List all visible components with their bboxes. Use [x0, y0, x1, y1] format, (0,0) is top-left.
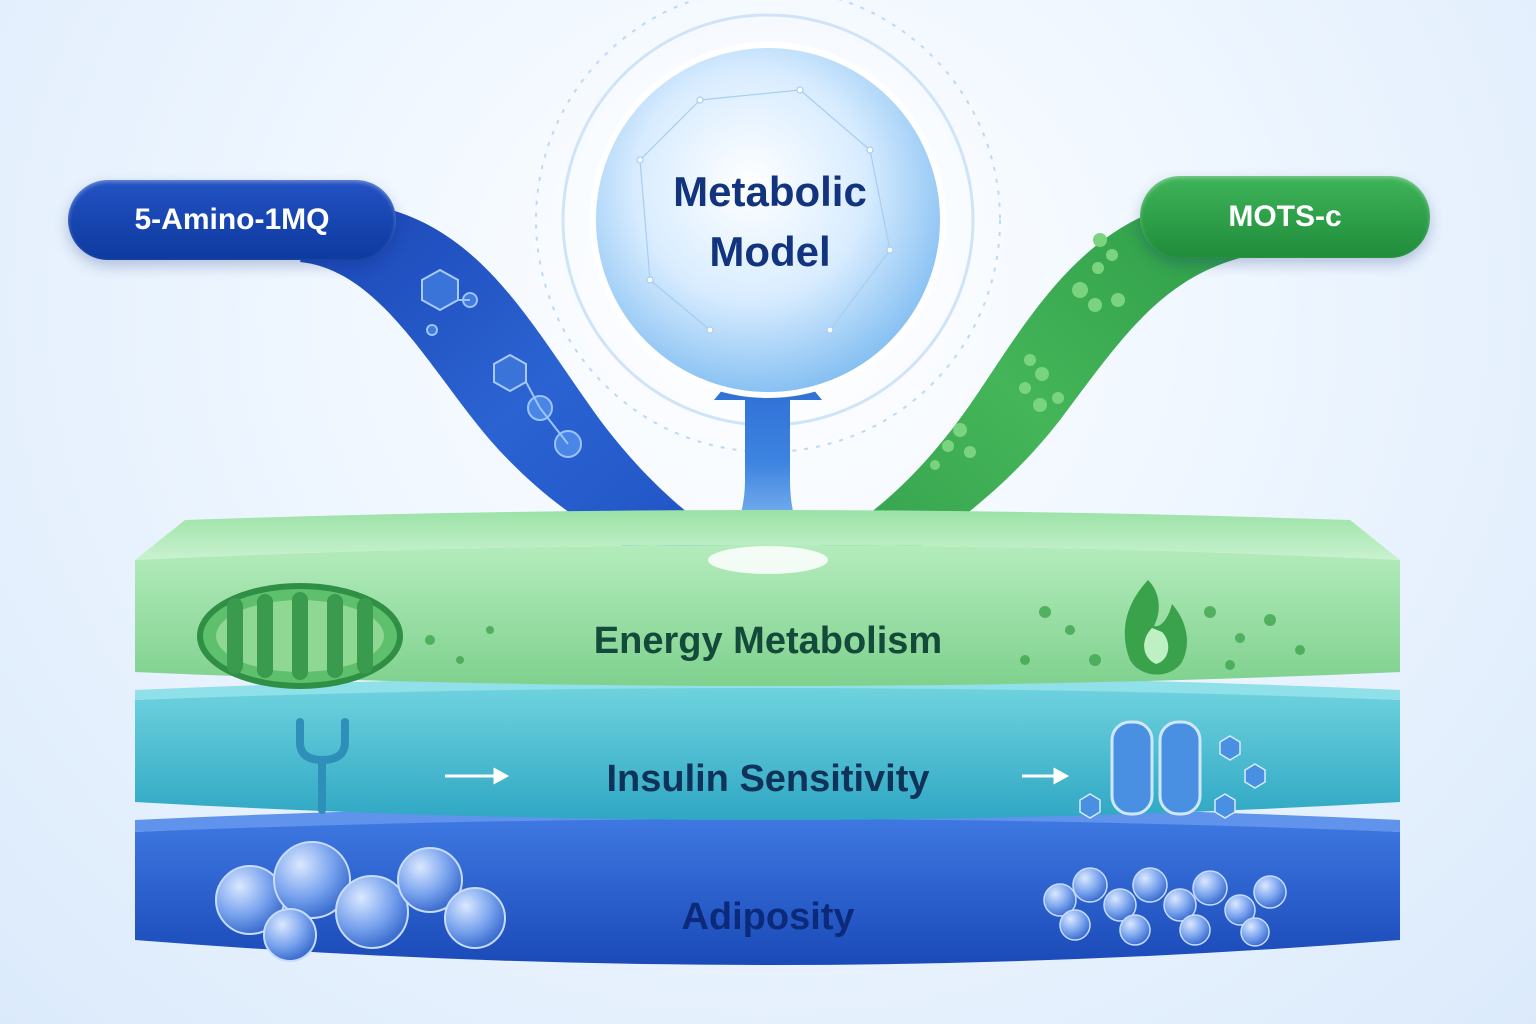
left-input-ribbon [300, 200, 760, 590]
layer-label-insulin-sensitivity: Insulin Sensitivity [606, 758, 930, 800]
input-label-left: 5-Amino-1MQ [134, 203, 330, 236]
central-upward-arrow [700, 335, 840, 590]
input-label-right: MOTS-c [1228, 200, 1342, 233]
layer-label-energy-metabolism: Energy Metabolism [593, 620, 943, 662]
network-nodes [636, 86, 894, 334]
mitochondrion-icon [197, 583, 403, 689]
metabolic-model-sphere [590, 42, 946, 398]
small-fat-cells-icon [1043, 867, 1287, 947]
peptide-strand-icon [930, 233, 1125, 470]
arrow-base-glow [708, 546, 828, 574]
large-fat-cells-icon [215, 841, 506, 962]
layer-label-adiposity: Adiposity [681, 896, 855, 938]
molecule-icon [421, 268, 582, 458]
insulin-receptor-icon [296, 718, 349, 814]
layer-energy-metabolism [135, 510, 1400, 686]
glucose-transporter-icon [1110, 720, 1202, 816]
central-title: Metabolic Model [600, 162, 940, 282]
central-title-line-1: Metabolic [673, 168, 867, 215]
orbit-ring-outer [535, 0, 1001, 453]
flame-icon [1124, 580, 1187, 675]
arrow-right-icon [445, 767, 1070, 785]
input-mots-c: MOTS-c [1140, 176, 1430, 258]
input-5-amino-1mq: 5-Amino-1MQ [68, 180, 396, 260]
energy-particles [425, 606, 1305, 670]
glucose-molecules-icon [1079, 735, 1266, 819]
right-input-ribbon [790, 196, 1240, 595]
central-title-line-2: Model [709, 228, 831, 275]
